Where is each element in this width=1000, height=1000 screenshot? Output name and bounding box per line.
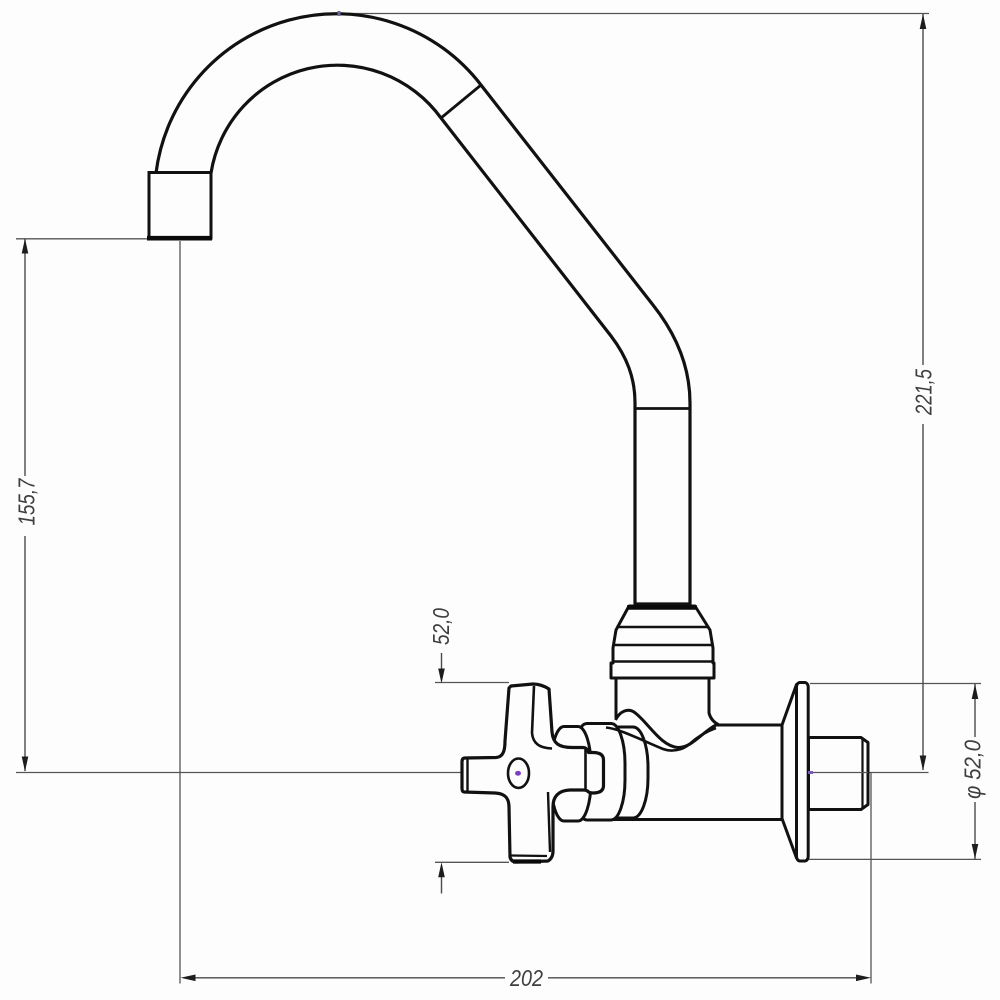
svg-text:202: 202 (509, 965, 543, 991)
svg-text:52,0: 52,0 (428, 608, 454, 645)
svg-text:φ 52,0: φ 52,0 (960, 740, 986, 799)
svg-text:155,7: 155,7 (14, 478, 40, 526)
svg-text:221,5: 221,5 (911, 368, 937, 416)
